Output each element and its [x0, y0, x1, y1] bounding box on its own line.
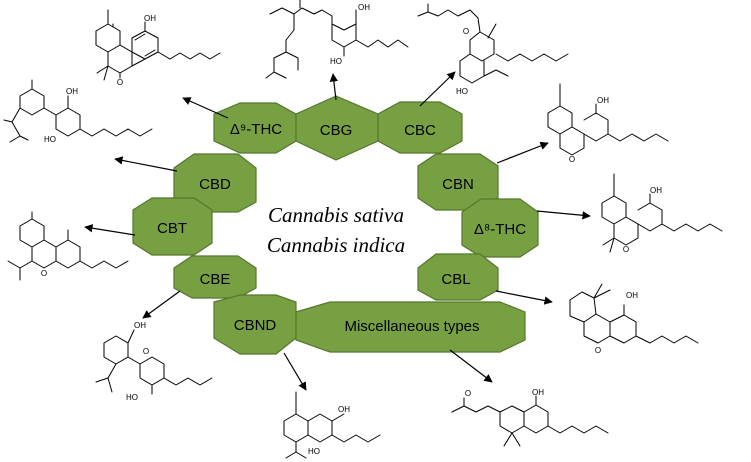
label-cbd: CBD — [199, 176, 231, 193]
atom-o: O — [595, 346, 601, 355]
arrow-d9thc — [182, 97, 229, 119]
label-cbt: CBT — [157, 220, 187, 237]
atom-ho: HO — [456, 87, 468, 96]
hex-cbn — [417, 153, 499, 211]
label-cbg: CBG — [320, 122, 353, 139]
atom-ho: HO — [44, 135, 56, 144]
atom-ho: HO — [308, 447, 320, 456]
center-line1: Cannabis sativa — [268, 203, 404, 227]
center-line2: Cannabis indica — [267, 233, 405, 257]
atom-oh: OH — [338, 405, 350, 414]
atom-oh: OH — [650, 186, 662, 195]
arrow-d8thc — [536, 210, 591, 220]
hexagon-ring — [132, 95, 539, 355]
atom-oh: OH — [597, 96, 609, 105]
atom-o: O — [465, 389, 471, 398]
atom-o: O — [463, 27, 469, 36]
arrow-misc — [449, 349, 493, 383]
atom-oh: OH — [134, 321, 146, 330]
molecule-cbt: O — [7, 211, 129, 281]
atom-o: O — [41, 269, 47, 278]
molecule-cbd: OH HO — [3, 79, 153, 144]
molecule-cbc: O HO — [417, 3, 569, 96]
label-d9thc: Δ⁹-THC — [230, 121, 282, 138]
arrow-cbl — [495, 290, 553, 305]
arrow-cbc — [419, 71, 456, 107]
atom-o: O — [117, 78, 123, 87]
arrows — [84, 71, 591, 391]
molecule-d9thc: OH O — [95, 9, 221, 87]
hex-cbt — [132, 197, 213, 256]
hex-cbc — [377, 101, 463, 154]
molecule-cbe: OH O HO — [95, 321, 213, 402]
molecule-cbl: OH O — [569, 283, 699, 355]
atom-oh: OH — [66, 87, 78, 96]
atom-oh: OH — [358, 3, 370, 12]
molecule-misc: O OH — [451, 388, 609, 447]
label-cbnd: CBND — [234, 317, 277, 334]
molecule-cbg: OH HO — [265, 0, 409, 79]
atom-oh: OH — [626, 291, 638, 300]
label-misc: Miscellaneous types — [344, 318, 479, 335]
arrow-cbn — [496, 141, 549, 164]
label-d8thc: Δ⁸-THC — [474, 221, 526, 238]
molecule-d8thc: OH O — [601, 173, 723, 254]
arrow-cbt — [84, 224, 136, 236]
molecule-cbnd: OH HO — [283, 391, 381, 459]
atom-ho: HO — [126, 393, 138, 402]
label-cbn: CBN — [442, 176, 474, 193]
arrow-cbd — [114, 156, 178, 172]
atom-ho: HO — [330, 57, 342, 66]
label-cbl: CBL — [441, 271, 470, 288]
atom-o: O — [143, 347, 149, 356]
label-cbc: CBC — [404, 122, 436, 139]
atom-o: O — [623, 245, 629, 254]
arrow-cbnd — [283, 352, 307, 391]
hex-cbl — [417, 253, 499, 301]
label-cbe: CBE — [200, 271, 231, 288]
molecule-cbn: OH O — [547, 83, 669, 164]
arrow-cbe — [142, 290, 181, 319]
hex-d8thc — [461, 198, 539, 258]
atom-o: O — [569, 155, 575, 164]
atom-oh: OH — [144, 14, 156, 23]
atom-oh: OH — [532, 388, 544, 397]
arrow-cbg — [329, 73, 339, 101]
hex-misc — [295, 301, 526, 353]
